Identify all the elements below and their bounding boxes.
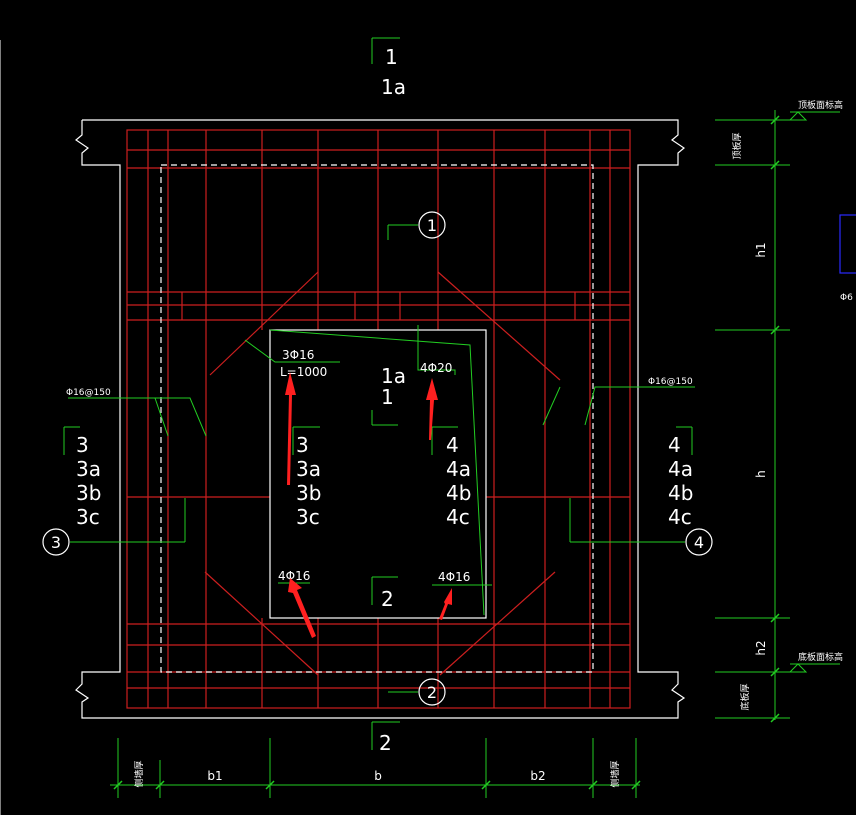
dim-right-h1: h1 <box>754 242 768 257</box>
bubble-2-label: 2 <box>427 683 437 702</box>
dim-bottom-b1: b1 <box>207 769 222 783</box>
section-top-1a: 1a <box>381 75 406 99</box>
structure-outline <box>74 119 686 719</box>
leader-lines <box>63 37 840 798</box>
dim-right-bottom-slab: 底板厚 <box>739 683 751 710</box>
section-left-3b: 3b <box>76 481 101 505</box>
label-stirrup-left: Φ16@150 <box>66 388 111 398</box>
section-right-4a: 4a <box>668 457 693 481</box>
dim-right-h: h <box>754 470 768 478</box>
section-center-2: 2 <box>381 587 394 611</box>
level-top: 顶板面标高 <box>798 99 843 111</box>
arrow-up-right <box>426 378 438 440</box>
section-center-right-4b: 4b <box>446 481 471 505</box>
dim-bottom-wall-right: 侧墙厚 <box>609 760 621 787</box>
level-bottom: 底板面标高 <box>798 651 843 663</box>
section-center-left-3c: 3c <box>296 505 320 529</box>
section-left-3c: 3c <box>76 505 100 529</box>
rebar-grid <box>126 129 631 709</box>
section-left-3a: 3a <box>76 457 101 481</box>
section-center-right-4c: 4c <box>446 505 470 529</box>
bubble-3-label: 3 <box>51 533 61 552</box>
dim-right-top-slab: 顶板厚 <box>731 132 743 159</box>
dim-bottom-wall-left: 侧墙厚 <box>133 760 145 787</box>
bubble-4 <box>685 528 713 556</box>
section-center-left-3a: 3a <box>296 457 321 481</box>
bubble-3 <box>42 528 70 556</box>
section-center-right-4a: 4a <box>446 457 471 481</box>
section-center-1: 1 <box>381 385 394 409</box>
bubble-2 <box>418 678 446 706</box>
label-length: L=1000 <box>280 365 327 379</box>
section-center-right-4: 4 <box>446 433 459 457</box>
dim-right-h2: h2 <box>754 640 768 655</box>
section-right-4b: 4b <box>668 481 693 505</box>
section-center-left-3: 3 <box>296 433 309 457</box>
label-stirrup-right: Φ16@150 <box>648 377 693 387</box>
label-4phi20: 4Φ20 <box>420 361 452 375</box>
arrow-diag-left <box>288 578 316 638</box>
dim-bottom-b: b <box>374 769 382 783</box>
label-4phi16-right: 4Φ16 <box>438 570 470 584</box>
bubble-1-label: 1 <box>427 216 437 235</box>
section-top-1: 1 <box>385 45 398 69</box>
arrow-diag-right <box>439 588 452 620</box>
blue-partial-box <box>839 214 856 274</box>
section-bottom-2: 2 <box>379 731 392 755</box>
dim-bottom-b2: b2 <box>530 769 545 783</box>
section-right-4: 4 <box>668 433 681 457</box>
label-3phi16: 3Φ16 <box>282 348 314 362</box>
dimension-ticks <box>113 115 780 790</box>
section-center-left-3b: 3b <box>296 481 321 505</box>
bubble-1 <box>418 211 446 239</box>
section-right-4c: 4c <box>668 505 692 529</box>
section-center-1a: 1a <box>381 364 406 388</box>
label-4phi16-left: 4Φ16 <box>278 569 310 583</box>
red-arrows <box>285 372 452 638</box>
arrow-up-left <box>285 372 296 485</box>
bubbles <box>42 211 713 706</box>
label-edge-partial: Φ6 <box>840 293 853 303</box>
bubble-4-label: 4 <box>694 533 704 552</box>
section-left-3: 3 <box>76 433 89 457</box>
